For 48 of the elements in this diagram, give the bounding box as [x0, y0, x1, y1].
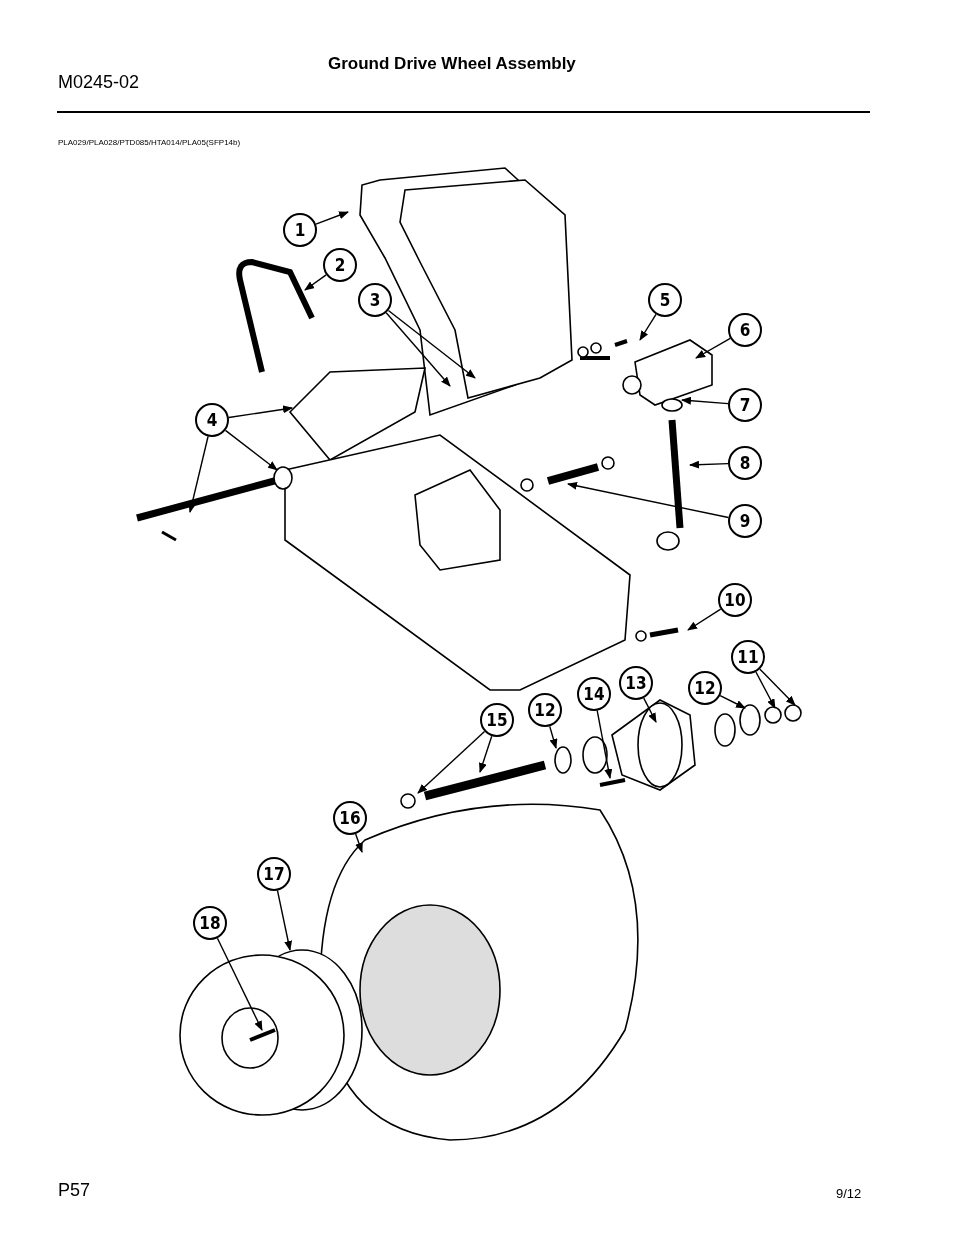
leader-line — [224, 429, 278, 471]
callout-number: 1 — [283, 213, 317, 247]
leader-line — [689, 460, 729, 469]
callout-number: 12 — [528, 693, 562, 727]
leader-line — [549, 725, 558, 749]
leader-line — [385, 312, 451, 387]
leader-line — [315, 211, 349, 225]
leader-line — [639, 313, 657, 341]
callout-number: 3 — [358, 283, 392, 317]
leader-line — [276, 889, 293, 951]
callout-number: 14 — [577, 677, 611, 711]
callout-number: 5 — [648, 283, 682, 317]
callout-number: 13 — [619, 666, 653, 700]
callout-number: 4 — [195, 403, 229, 437]
leader-line — [695, 337, 731, 359]
leader-line — [354, 833, 363, 853]
leader-line — [188, 435, 209, 513]
leader-line — [755, 671, 776, 709]
leader-line — [228, 405, 293, 419]
callout-number: 6 — [728, 313, 762, 347]
leader-line — [216, 937, 263, 1031]
leader-line — [681, 396, 729, 405]
leader-line — [479, 735, 493, 773]
document-number: M0245-02 — [58, 72, 140, 93]
callout-number: 9 — [728, 504, 762, 538]
callout-number: 15 — [480, 703, 514, 737]
page-title: Ground Drive Wheel Assembly — [328, 54, 576, 74]
callout-number: 2 — [323, 248, 357, 282]
callout-number: 10 — [718, 583, 752, 617]
callout-number: 16 — [333, 801, 367, 835]
revision-date: 9/12 — [836, 1186, 862, 1201]
leader-line — [759, 668, 796, 706]
leader-line — [596, 710, 613, 779]
callout-number: 18 — [193, 906, 227, 940]
leader-line — [387, 309, 476, 379]
leader-line — [417, 730, 486, 794]
callout-number: 17 — [257, 857, 291, 891]
leader-line — [687, 608, 722, 631]
leader-line — [643, 697, 657, 723]
page-number: P57 — [58, 1180, 91, 1201]
leader-line — [719, 694, 746, 709]
leader-line — [567, 481, 730, 519]
callout-number: 12 — [688, 671, 722, 705]
part-codes: PLA029/PLA028/PTD085/HTA014/PLA05(SFP14b) — [58, 138, 241, 147]
callout-number: 7 — [728, 388, 762, 422]
callout-number: 11 — [731, 640, 765, 674]
leader-line — [304, 274, 327, 291]
callout-number: 8 — [728, 446, 762, 480]
